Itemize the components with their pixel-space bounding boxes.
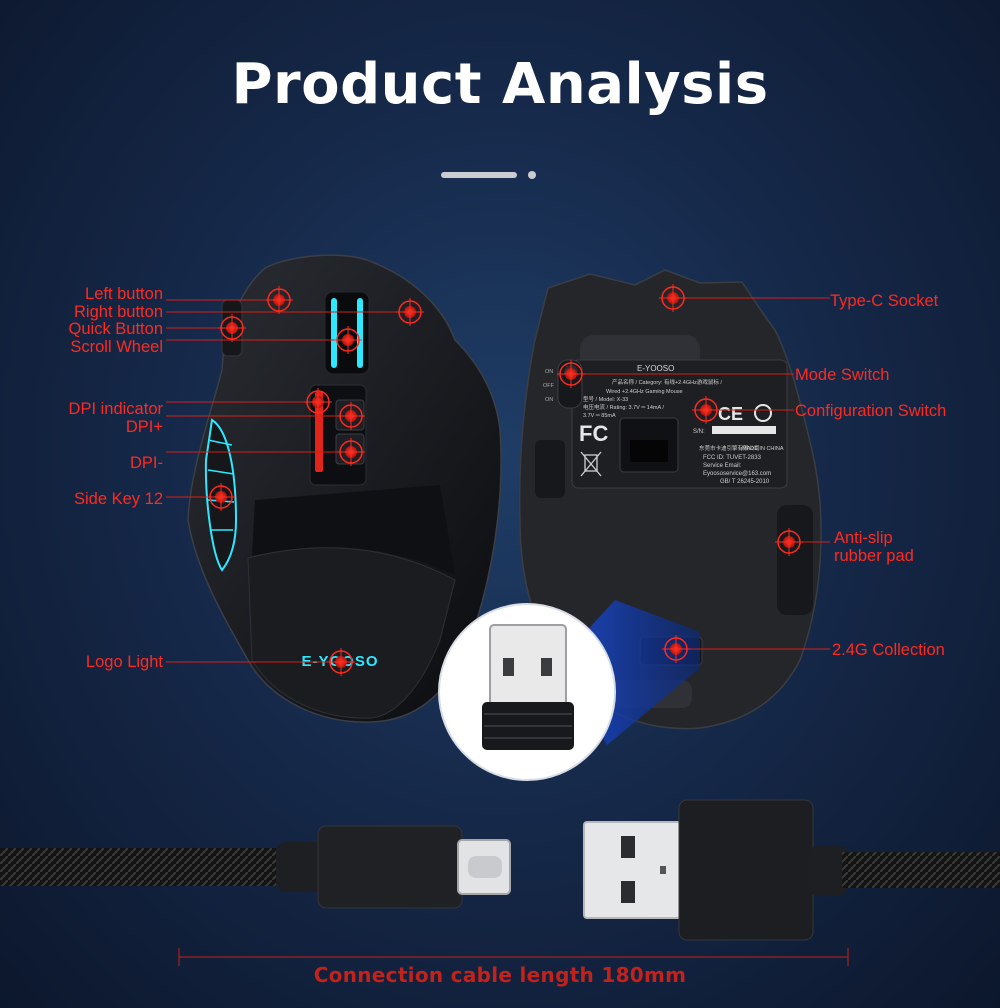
label-left-button: Left button (85, 285, 163, 303)
target-type-c-socket (659, 284, 687, 312)
target-logo-light (327, 648, 355, 676)
target-24g-collection (662, 635, 690, 663)
switch-on-label: ON (545, 369, 553, 375)
sticker-standard: GB/ T 26245-2010 (720, 479, 770, 485)
length-marker (178, 948, 849, 966)
sticker-made-in: MADE IN CHINA (742, 446, 784, 452)
sticker-brand: E-YOOSO (637, 364, 674, 373)
target-side-key (207, 483, 235, 511)
label-anti-slip-line2: rubber pad (834, 547, 914, 565)
label-dpi-minus: DPI- (130, 454, 163, 472)
recycle-bin-icon (580, 451, 602, 477)
label-type-c-socket: Type-C Socket (830, 292, 939, 310)
target-quick-button (218, 314, 246, 342)
sticker-fcc-id: FCC ID: TUVET-2833 (703, 455, 762, 461)
target-left-button (265, 286, 293, 314)
sticker-line1: 产品名称 / Category: 有线+2.4GHz游戏鼠标 / (612, 378, 722, 386)
page-title: Product Analysis (231, 52, 769, 117)
label-24g-collection: 2.4G Collection (832, 641, 945, 659)
label-right-button: Right button (74, 303, 163, 321)
title-underline-dot (528, 171, 536, 179)
label-dpi-plus: DPI+ (125, 418, 163, 436)
label-dpi-indicator: DPI indicator (68, 400, 163, 418)
target-mode-switch (557, 360, 585, 388)
sticker-service: Service Email: (703, 463, 742, 469)
label-side-key: Side Key 12 (74, 490, 163, 508)
label-configuration-switch: Configuration Switch (795, 402, 947, 420)
cable-length-caption: Connection cable length 180mm (313, 963, 687, 987)
ce-mark: CE (718, 404, 743, 424)
sticker-company: 东莞市卡迪引擎有限公司 (699, 444, 760, 452)
label-mode-switch: Mode Switch (795, 366, 890, 384)
sticker-line4: 电压电流 / Rating: 3.7V ═ 14mA / (583, 403, 664, 411)
usb-dongle-callout (438, 603, 616, 781)
sticker-sn: S/N: (693, 429, 705, 435)
target-anti-slip (775, 528, 803, 556)
label-quick-button: Quick Button (68, 320, 163, 338)
sticker-line3: 型号 / Model: X-33 (583, 395, 628, 403)
sticker-email: Eyoososervice@163.com (703, 471, 771, 477)
sticker-line2: Wired +2.4GHz Gaming Mouse (606, 389, 683, 395)
target-right-button (396, 298, 424, 326)
target-dpi-minus (337, 438, 365, 466)
target-dpi-plus (337, 402, 365, 430)
sticker-line5: 3.7V ═ 85mA (583, 413, 616, 419)
switch-off-label: OFF (543, 383, 555, 389)
callout-targets (207, 284, 803, 676)
target-dpi-indicator (304, 388, 332, 416)
label-scroll-wheel: Scroll Wheel (70, 338, 163, 356)
target-configuration-switch (692, 396, 720, 424)
title-underline (441, 172, 517, 178)
mouse-bottom-view: E-YOOSO ON OFF ON 产品名称 / Category: 有线+2.… (518, 269, 822, 730)
switch-on2-label: ON (545, 397, 553, 403)
target-scroll-wheel (334, 326, 362, 354)
usb-cable (0, 799, 1000, 941)
label-logo-light: Logo Light (85, 653, 163, 671)
label-anti-slip-line1: Anti-slip (834, 529, 893, 547)
fcc-mark: FC (579, 421, 608, 446)
